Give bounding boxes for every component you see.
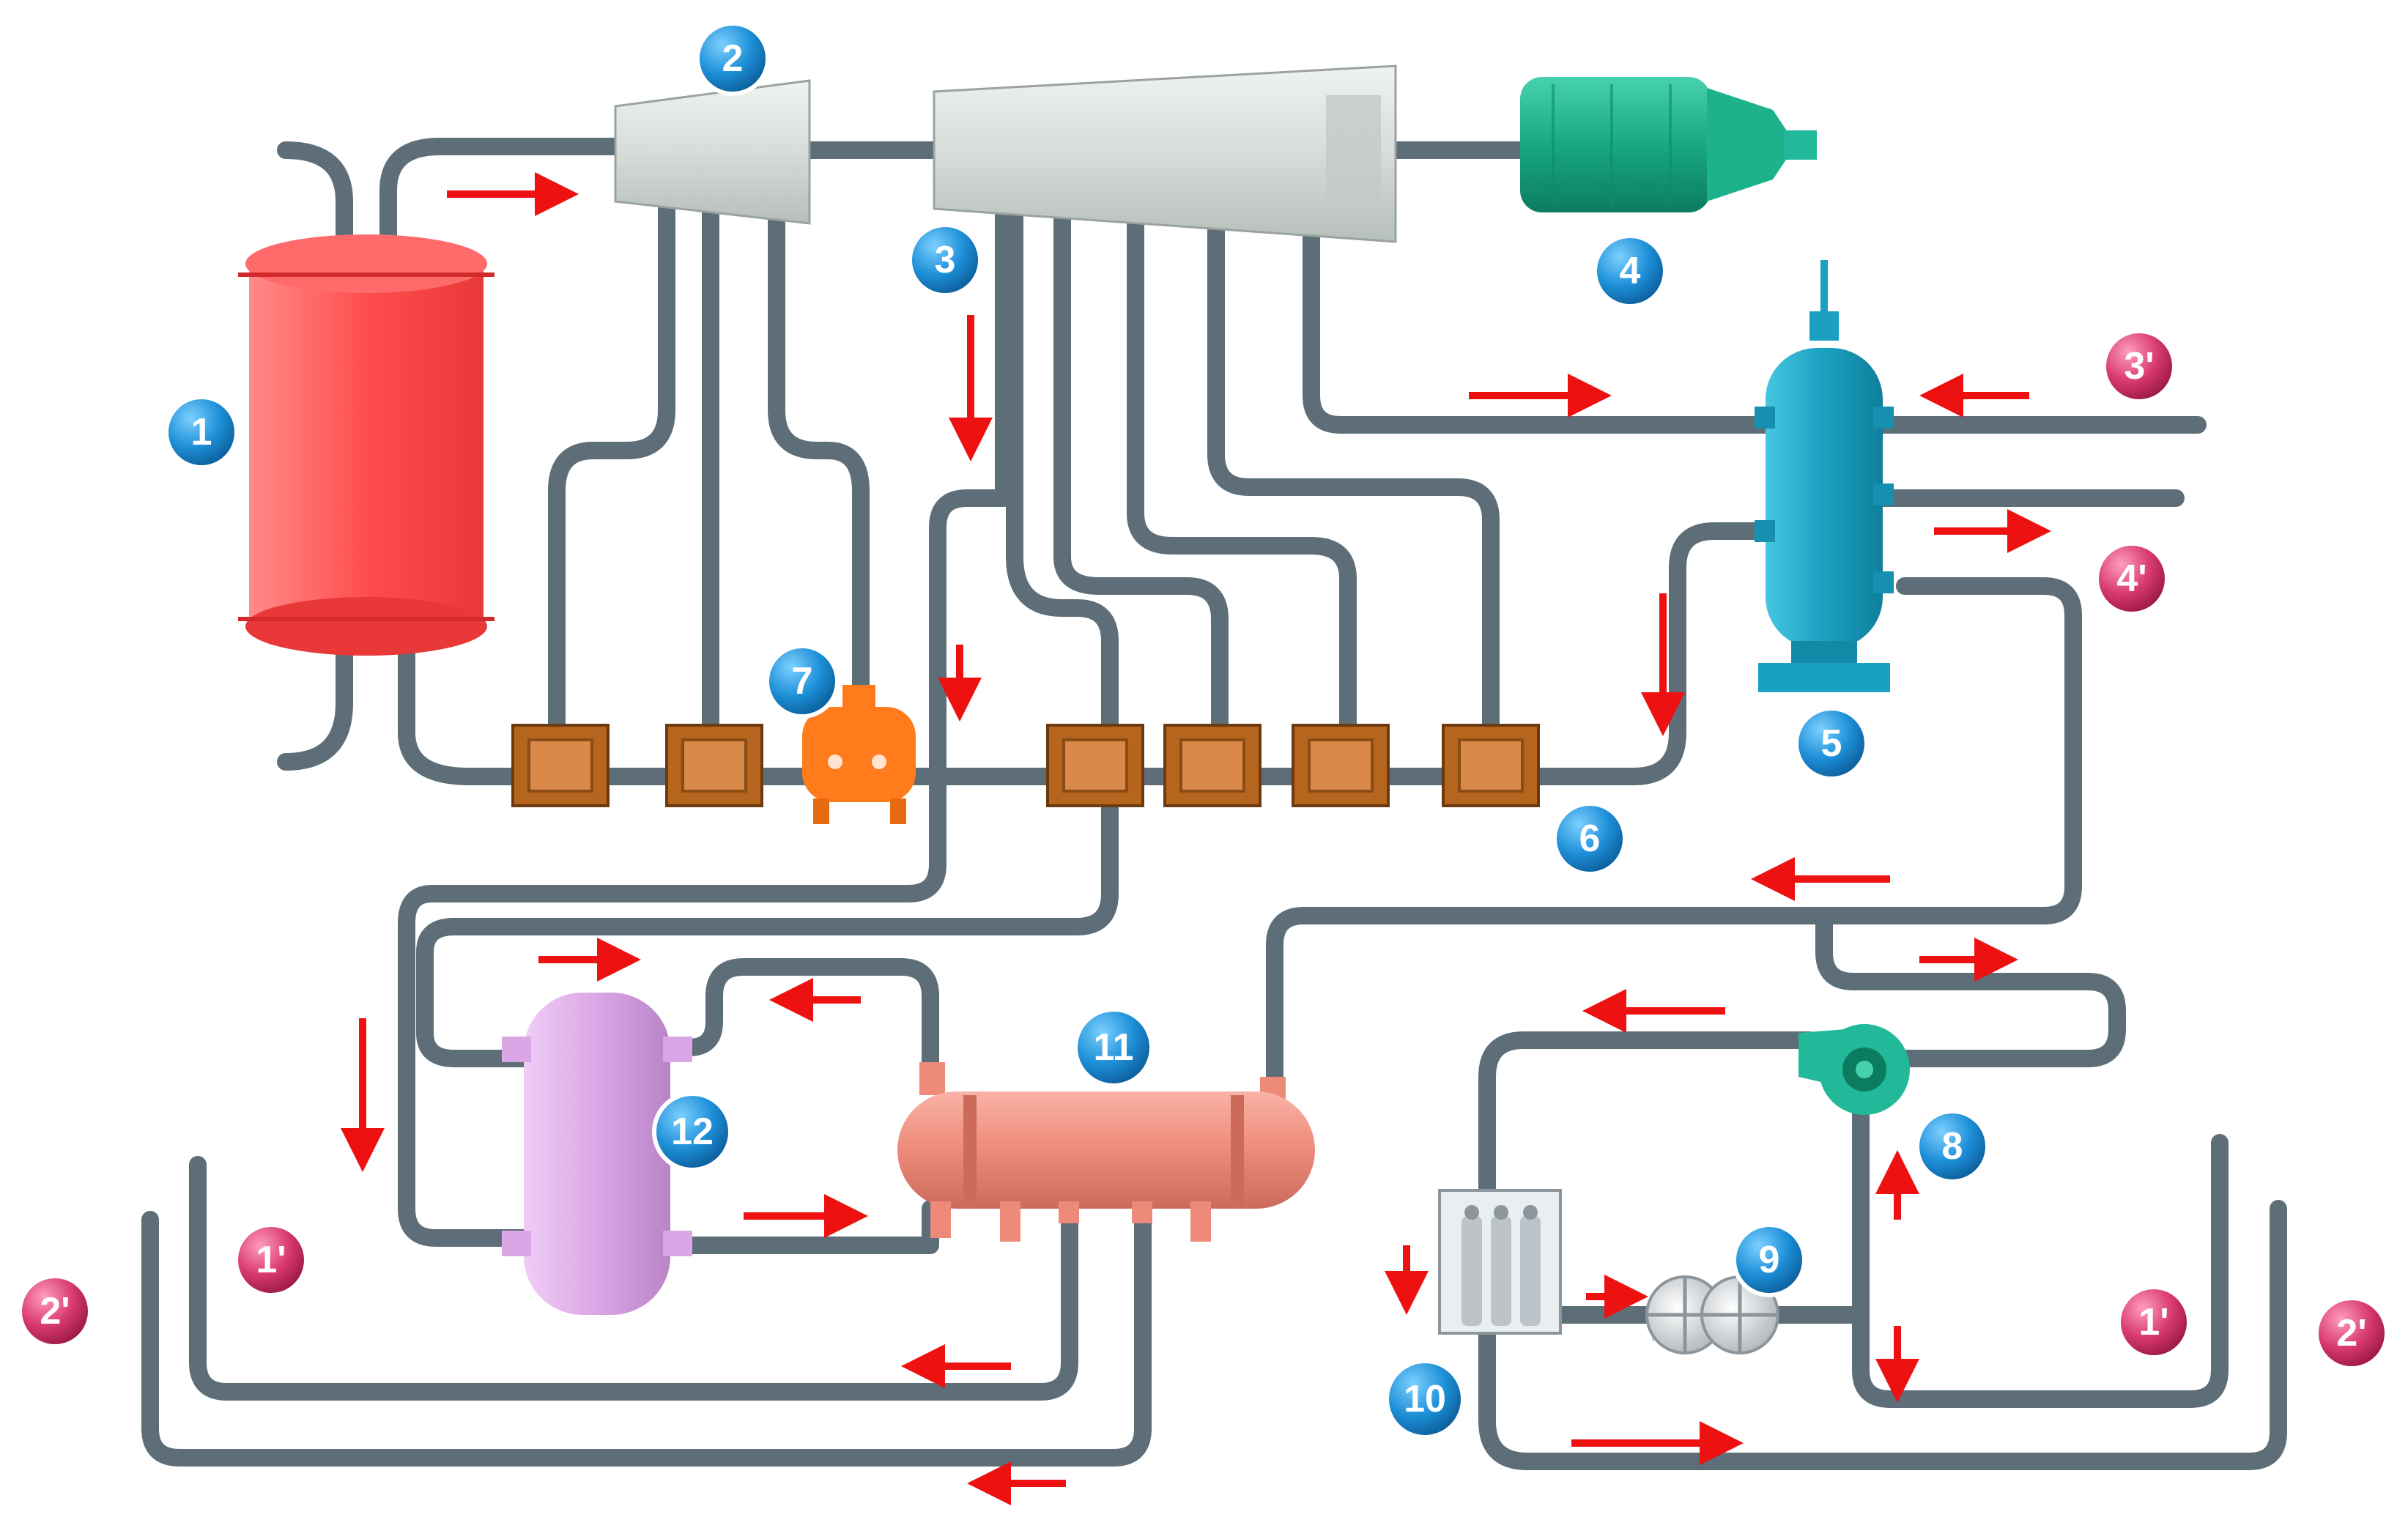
boiler	[238, 234, 494, 656]
heater-2	[665, 724, 763, 807]
condenser-drain-1p	[189, 1156, 1078, 1401]
badge-8: 8	[1915, 1109, 1990, 1184]
badge-3p: 3'	[2102, 329, 2177, 404]
lp-extraction-2	[416, 200, 1119, 1067]
lp-extraction-deaerator	[1303, 200, 1782, 434]
badge-label: 1	[191, 411, 212, 453]
hp-extraction-1	[548, 200, 675, 734]
heater-4	[1163, 724, 1262, 807]
badge-1p-right: 1'	[2116, 1285, 2191, 1360]
circulating-pump	[1798, 1024, 1910, 1115]
lp-turbine	[933, 64, 1397, 243]
badge-label: 2	[722, 37, 744, 80]
lp-extraction-5	[1207, 200, 1500, 734]
badge-1p-left: 1'	[234, 1223, 308, 1297]
pump-discharge-loop	[1815, 907, 2126, 1067]
badge-label: 4'	[2116, 557, 2146, 600]
badge-2p-right: 2'	[2314, 1296, 2389, 1371]
boiler-stub-top-left	[277, 141, 353, 243]
feed-pump	[802, 685, 916, 824]
badge-label: 4	[1620, 250, 1641, 292]
heat-exchanger-vessel	[502, 993, 692, 1315]
hp-turbine	[614, 79, 811, 225]
badge-label: 3	[935, 239, 956, 281]
badge-4p: 4'	[2094, 541, 2169, 616]
badge-2p-left: 2'	[18, 1274, 92, 1349]
badge-label: 1'	[256, 1239, 286, 1281]
badge-4: 4	[1593, 234, 1667, 308]
feedwater-heaters	[511, 724, 1540, 807]
badge-11: 11	[1073, 1007, 1154, 1088]
flow-arrows	[341, 172, 2051, 1505]
vessel-top-return	[665, 958, 939, 1071]
badge-7: 7	[765, 644, 840, 719]
condenser-drain-2p	[141, 1200, 1152, 1467]
heater-5	[1292, 724, 1390, 807]
heater-6	[1442, 724, 1540, 807]
pump-to-cooler-line	[1852, 1090, 2229, 1408]
badge-5: 5	[1794, 706, 1869, 781]
badge-2: 2	[695, 21, 770, 96]
heater-1	[511, 724, 610, 807]
deaerator	[1755, 260, 1894, 692]
deaerator-outlet-loop	[1266, 577, 2082, 1100]
badge-9: 9	[1732, 1223, 1807, 1297]
pipes	[141, 138, 2287, 1470]
lp-extraction-1	[398, 200, 1012, 1247]
lp-extraction-4	[1127, 200, 1357, 734]
boiler-stub-bottom-left	[277, 636, 353, 771]
badge-label: 3'	[2124, 345, 2154, 388]
badge-label: 5	[1821, 722, 1842, 765]
badge-label: 6	[1579, 818, 1601, 860]
condenser	[897, 1062, 1315, 1242]
badge-label: 1'	[2138, 1301, 2168, 1343]
badge-label: 2'	[2336, 1312, 2366, 1354]
badge-label: 9	[1759, 1239, 1780, 1281]
badge-label: 2'	[40, 1290, 70, 1332]
generator	[1520, 77, 1817, 212]
badge-10: 10	[1385, 1359, 1465, 1439]
badge-6: 6	[1552, 801, 1627, 876]
badge-3: 3	[908, 223, 982, 297]
badge-12: 12	[652, 1091, 733, 1172]
cooling-unit	[1438, 1189, 1562, 1335]
badge-1: 1	[164, 395, 239, 470]
badge-label: 8	[1942, 1125, 1963, 1168]
boiler-stub-top-right	[379, 138, 631, 243]
heater-3	[1046, 724, 1144, 807]
badge-label: 11	[1094, 1026, 1134, 1069]
badge-label: 7	[792, 660, 813, 702]
badge-label: 12	[671, 1111, 714, 1153]
air-cooler	[1645, 1275, 1779, 1354]
badge-label: 10	[1404, 1378, 1446, 1420]
lp-extraction-3	[1053, 200, 1229, 734]
boiler-stub-bottom-right	[398, 636, 1210, 785]
hp-extraction-3	[768, 200, 870, 705]
pump-suction-line	[1478, 1031, 2287, 1470]
badges: 1 2 3 4 5 6 7 8	[18, 21, 2389, 1439]
